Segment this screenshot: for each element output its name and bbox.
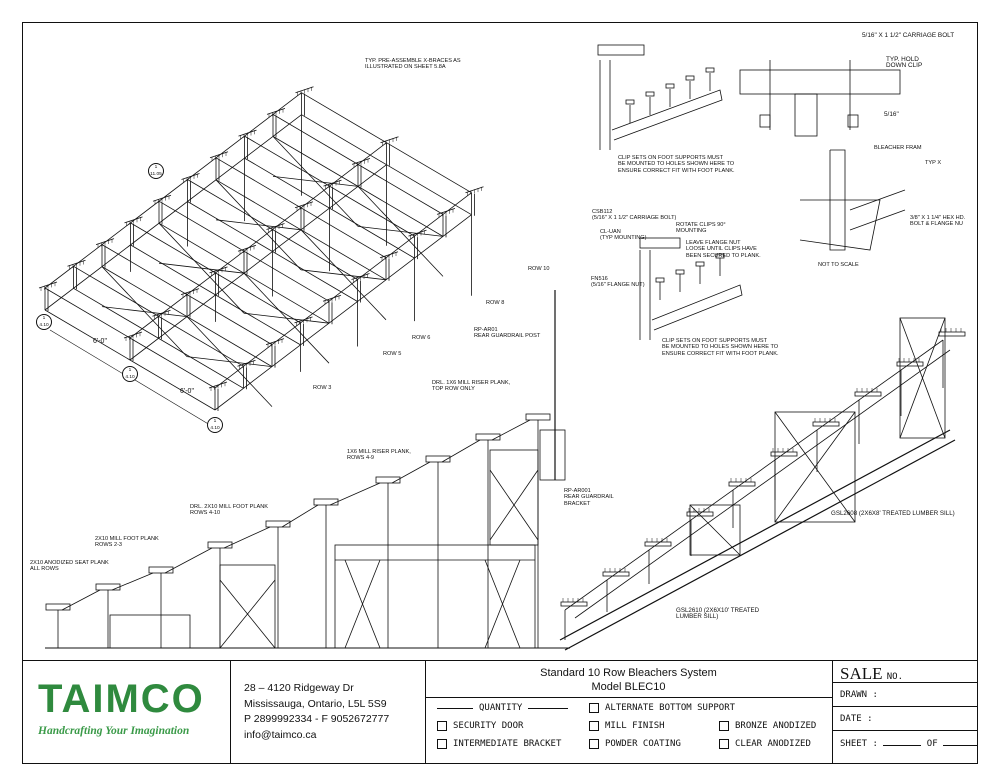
sale-no-label: NO. bbox=[886, 672, 904, 682]
specs-cell: Standard 10 Row Bleachers System Model B… bbox=[425, 661, 833, 764]
drawn-label: DRAWN : bbox=[840, 690, 878, 700]
drill-riser-label: DRL. 1x6 MILL RISER PLANK, TOP ROW ONLY bbox=[432, 380, 511, 393]
address-block: 28 – 4120 Ridgeway Dr Mississauga, Ontar… bbox=[244, 681, 389, 743]
hex-bolt-label: 3/8" x 1 1/4" HEX HD. BOLT & FLANGE NU bbox=[910, 215, 966, 228]
address-cell: 28 – 4120 Ridgeway Dr Mississauga, Ontar… bbox=[230, 661, 426, 764]
hold-down-label: TYP. HOLD DOWN CLIP bbox=[886, 56, 923, 70]
checkbox[interactable] bbox=[437, 721, 447, 731]
company-logo: TAIMCO bbox=[38, 677, 205, 721]
checkbox[interactable] bbox=[437, 739, 447, 749]
foot-plank-label: DRL. 2x10 MILL FOOT PLANK ROWS 4-10 bbox=[190, 504, 269, 517]
seat-plank-label: 2x10 ANODIZED SEAT PLANK ALL ROWS bbox=[30, 560, 109, 573]
alternate-bottom-support-option[interactable]: ALTERNATE BOTTOM SUPPORT bbox=[589, 703, 735, 713]
row8-label: ROW 8 bbox=[486, 300, 505, 306]
sale-row: SALE NO. bbox=[832, 661, 978, 683]
intermediate-bracket-option[interactable]: INTERMEDIATE BRACKET bbox=[437, 739, 561, 749]
bronze-anodized-option[interactable]: BRONZE ANODIZED bbox=[719, 721, 816, 731]
rear-guardrail-bracket-label: RP-AR001 REAR GUARDRAIL BRACKET bbox=[564, 488, 614, 507]
clip-callout: CL-UAN (TYP MOUNTING) bbox=[600, 229, 647, 242]
date-label: DATE : bbox=[840, 714, 873, 724]
flange-nut-callout: FN516 (5/16" FLANGE NUT) bbox=[591, 276, 645, 289]
rotate-note: ROTATE CLIPS 90° MOUNTING bbox=[676, 222, 726, 235]
leave-flange-note: LEAVE FLANGE NUT LOOSE UNTIL CLIPS HAVE … bbox=[686, 240, 761, 259]
sheet-label: SHEET : bbox=[840, 739, 878, 749]
rear-perspective-view bbox=[559, 317, 966, 651]
address-line1: 28 – 4120 Ridgeway Dr bbox=[244, 682, 354, 694]
powder-coating-option[interactable]: POWDER COATING bbox=[589, 739, 681, 749]
row6-label: ROW 6 bbox=[412, 335, 431, 341]
rear-guardrail-post-label: RP-AR01 REAR GUARDRAIL POST bbox=[474, 327, 541, 340]
riser-plank-label: 1x6 MILL RISER PLANK, ROWS 4-9 bbox=[347, 449, 411, 462]
drawn-row[interactable]: DRAWN : bbox=[832, 683, 978, 707]
divider bbox=[425, 697, 832, 698]
quantity-field[interactable]: QUANTITY bbox=[437, 703, 569, 713]
checkbox[interactable] bbox=[719, 721, 729, 731]
clear-anodized-option[interactable]: CLEAR ANODIZED bbox=[719, 739, 811, 749]
carriage-bolt-label: 5/16" x 1 1/2" CARRIAGE BOLT bbox=[862, 32, 955, 39]
address-line2: Mississauga, Ontario, L5L 5S9 bbox=[244, 697, 387, 710]
row10-label: ROW 10 bbox=[528, 266, 550, 272]
detail-views bbox=[597, 44, 906, 340]
mill-finish-option[interactable]: MILL FINISH bbox=[589, 721, 665, 731]
security-door-option[interactable]: SECURITY DOOR bbox=[437, 721, 523, 731]
drawing-sheet-border bbox=[22, 22, 978, 764]
clip-note-bottom: CLIP SETS ON FOOT SUPPORTS MUST BE MOUNT… bbox=[662, 338, 779, 357]
dimension-1: 6'-0" bbox=[93, 338, 107, 345]
checkbox[interactable] bbox=[589, 721, 599, 731]
logo-cell: TAIMCO Handcrafting Your Imagination bbox=[22, 661, 231, 764]
carriage-bolt-callout: CSB112 (5/16" x 1 1/2" CARRIAGE BOLT) bbox=[592, 209, 677, 222]
dimension-2: 6'-0" bbox=[180, 388, 194, 395]
checkbox[interactable] bbox=[589, 703, 599, 713]
checkbox[interactable] bbox=[719, 739, 729, 749]
row3-label: ROW 3 bbox=[313, 385, 332, 391]
of-label: OF bbox=[926, 739, 938, 749]
side-elevation-view bbox=[45, 290, 570, 649]
clip-note-top: CLIP SETS ON FOOT SUPPORTS MUST BE MOUNT… bbox=[618, 155, 735, 174]
row5-label: ROW 5 bbox=[383, 351, 402, 357]
not-to-scale-label: NOT TO SCALE bbox=[818, 262, 859, 268]
sheet-info-cell: SALE NO. DRAWN : DATE : SHEET : OF bbox=[832, 661, 978, 764]
lumber-sill-8-label: GSL2608 (2x6x8' TREATED LUMBER SILL) bbox=[831, 510, 955, 517]
title-block: TAIMCO Handcrafting Your Imagination 28 … bbox=[22, 660, 978, 764]
email: info@taimco.ca bbox=[244, 728, 317, 741]
sale-label: SALE bbox=[840, 664, 883, 683]
lumber-sill-10-label: GSL2610 (2x6x10' TREATED LUMBER SILL) bbox=[676, 607, 760, 621]
typ-x-label: TYP X bbox=[925, 160, 942, 166]
xbrace-note: TYP. PRE-ASSEMBLE X-BRACES AS ILLUSTRATE… bbox=[365, 58, 461, 71]
checkbox[interactable] bbox=[589, 739, 599, 749]
foot-plank-23-label: 2x10 MILL FOOT PLANK ROWS 2-3 bbox=[95, 536, 159, 549]
phone-fax: P 2899992334 - F 9052672777 bbox=[244, 713, 390, 725]
isometric-bleacher-view bbox=[38, 86, 484, 429]
sheet-row[interactable]: SHEET : OF bbox=[832, 731, 978, 764]
five-sixteenths-label: 5/16" bbox=[884, 111, 899, 118]
bleacher-frame-label: BLEACHER FRAM bbox=[874, 145, 922, 151]
company-tagline: Handcrafting Your Imagination bbox=[38, 725, 190, 737]
drawing-title: Standard 10 Row Bleachers System bbox=[540, 667, 717, 679]
date-row[interactable]: DATE : bbox=[832, 707, 978, 731]
model-number: Model BLEC10 bbox=[591, 681, 666, 693]
